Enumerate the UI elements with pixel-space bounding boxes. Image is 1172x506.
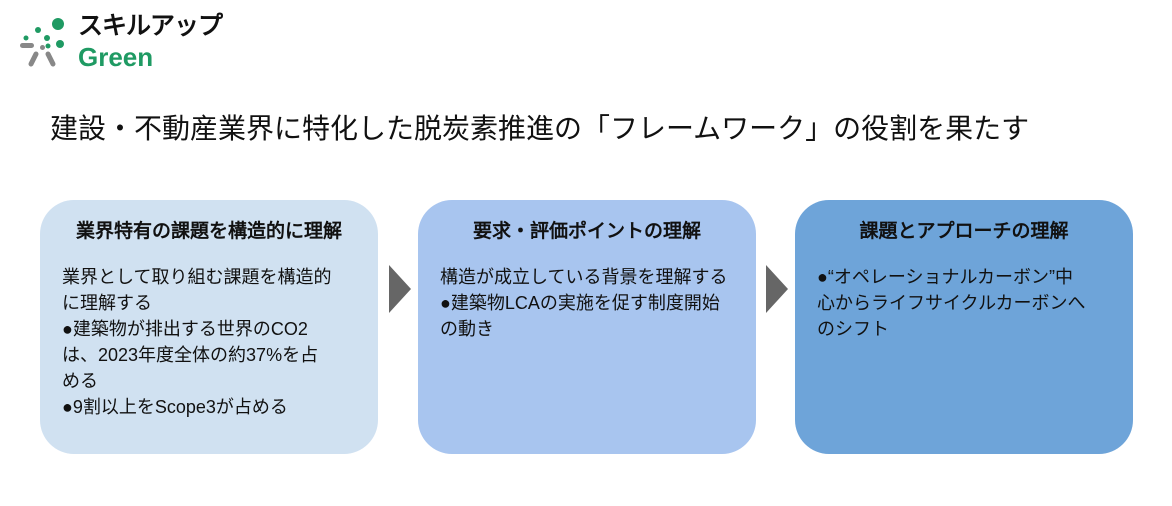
logo-mark-icon: [20, 18, 64, 67]
logo: スキルアップ Green: [18, 12, 223, 72]
page-title: 建設・不動産業界に特化した脱炭素推進の「フレームワーク」の役割を果たす: [50, 113, 1030, 144]
card-body: 業界として取り組む課題を構造的 に理解する ●建築物が排出する世界のCO2 は、…: [62, 267, 332, 417]
card-heading: 課題とアプローチの理解: [859, 221, 1069, 242]
card-body: ●“オペレーショナルカーボン”中 心からライフサイクルカーボンへ のシフト: [817, 267, 1086, 339]
logo-text-jp: スキルアップ: [78, 12, 223, 40]
card-requirements: 要求・評価ポイントの理解 構造が成立している背景を理解する ●建築物LCAの実施…: [418, 200, 756, 454]
card-body: 構造が成立している背景を理解する ●建築物LCAの実施を促す制度開始 の動き: [440, 267, 728, 339]
card-heading: 要求・評価ポイントの理解: [472, 221, 701, 242]
chevron-right-icon: [389, 265, 411, 313]
card-industry-issues: 業界特有の課題を構造的に理解 業界として取り組む課題を構造的 に理解する ●建築…: [40, 200, 378, 454]
logo-text-en: Green: [78, 42, 154, 72]
card-heading: 業界特有の課題を構造的に理解: [75, 221, 342, 242]
chevron-right-icon: [766, 265, 788, 313]
card-approach: 課題とアプローチの理解 ●“オペレーショナルカーボン”中 心からライフサイクルカ…: [795, 200, 1133, 454]
